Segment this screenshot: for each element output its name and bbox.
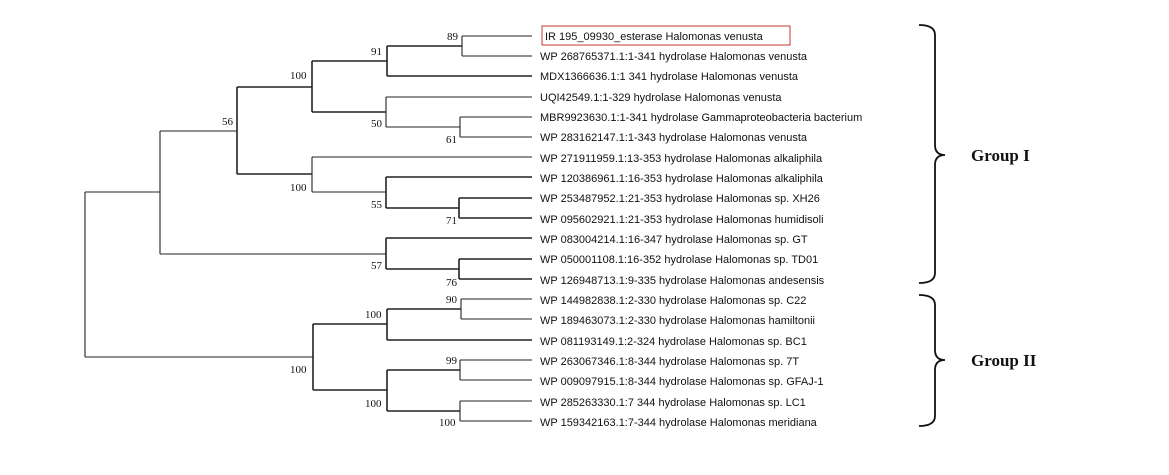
taxon-label: UQI42549.1:1-329 hydrolase Halomonas ven… <box>540 92 782 104</box>
tree-branch <box>460 298 532 320</box>
tree-root-branch <box>84 191 313 358</box>
taxon-label: WP 268765371.1:1-341 hydrolase Halomonas… <box>540 51 808 63</box>
tree-branch <box>458 197 532 219</box>
tree-branch <box>386 308 532 341</box>
bootstrap-value: 100 <box>365 309 382 321</box>
bootstrap-value: 89 <box>447 31 459 43</box>
bootstrap-value: 50 <box>371 118 383 130</box>
taxon-label: WP 081193149.1:2-324 hydrolase Halomonas… <box>540 336 807 348</box>
taxon-label: WP 095602921.1:21-353 hydrolase Halomona… <box>540 214 824 226</box>
taxon-label: IR 195_09930_esterase Halomonas venusta <box>545 31 764 43</box>
group-brace <box>918 294 946 427</box>
bootstrap-value: 55 <box>371 199 383 211</box>
tree-branch <box>386 45 532 77</box>
taxon-label: WP 263067346.1:8-344 hydrolase Halomonas… <box>540 356 799 368</box>
bootstrap-value: 90 <box>446 294 458 306</box>
group-label: Group II <box>971 351 1037 370</box>
bootstrap-value: 61 <box>446 134 457 146</box>
bootstrap-value: 57 <box>371 260 383 272</box>
taxon-label: MDX1366636.1:1 341 hydrolase Halomonas v… <box>540 71 799 83</box>
tree-branch <box>236 86 312 175</box>
tree-branch <box>459 400 532 422</box>
bootstrap-value: 100 <box>439 417 456 429</box>
tree-branch <box>385 96 532 128</box>
taxon-label: WP 083004214.1:16-347 hydrolase Halomona… <box>540 234 808 246</box>
tree-branch <box>458 258 532 280</box>
tree-branch <box>461 35 532 57</box>
bootstrap-value: 91 <box>371 46 382 58</box>
group-label: Group I <box>971 146 1030 165</box>
taxon-label: WP 126948713.1:9-335 hydrolase Halomonas… <box>540 275 825 287</box>
tree-branch <box>312 323 387 391</box>
taxon-label: WP 159342163.1:7-344 hydrolase Halomonas… <box>540 417 818 429</box>
query-taxon-highlight <box>541 25 791 46</box>
tree-branch <box>311 60 387 113</box>
taxon-label: WP 271911959.1:13-353 hydrolase Halomona… <box>540 153 823 165</box>
tree-branch <box>459 116 532 138</box>
bootstrap-value: 71 <box>446 215 457 227</box>
taxon-label: WP 009097915.1:8-344 hydrolase Halomonas… <box>540 376 824 388</box>
bootstrap-value: 100 <box>290 364 307 376</box>
group-brace <box>918 24 946 284</box>
bootstrap-value: 76 <box>446 277 458 289</box>
taxon-label: WP 144982838.1:2-330 hydrolase Halomonas… <box>540 295 806 307</box>
tree-branch <box>459 359 532 381</box>
taxon-label: WP 253487952.1:21-353 hydrolase Halomona… <box>540 193 820 205</box>
taxon-label: WP 050001108.1:16-352 hydrolase Halomona… <box>540 254 818 266</box>
taxon-label: MBR9923630.1:1-341 hydrolase Gammaproteo… <box>540 112 862 124</box>
tree-branch <box>311 156 532 193</box>
bootstrap-value: 100 <box>290 70 307 82</box>
bootstrap-value: 100 <box>365 398 382 410</box>
taxon-label: WP 283162147.1:1-343 hydrolase Halomonas… <box>540 132 808 144</box>
taxon-label: WP 120386961.1:16-353 hydrolase Halomona… <box>540 173 824 185</box>
bootstrap-value: 99 <box>446 355 458 367</box>
taxon-label: WP 189463073.1:2-330 hydrolase Halomonas… <box>540 315 815 327</box>
bootstrap-value: 56 <box>222 116 234 128</box>
taxon-label: WP 285263330.1:7 344 hydrolase Halomonas… <box>540 397 806 409</box>
tree-branch <box>386 369 460 412</box>
bootstrap-value: 100 <box>290 182 307 194</box>
